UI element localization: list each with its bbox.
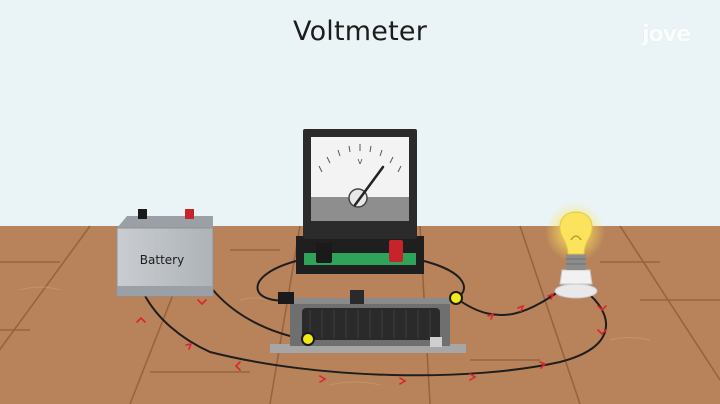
rheostat-slider[interactable]: [350, 290, 364, 304]
battery[interactable]: [116, 209, 214, 297]
battery-negative-terminal: [138, 209, 147, 219]
meter-scale-ticks: [318, 144, 402, 173]
jove-logo: jove: [642, 22, 691, 47]
battery-positive-terminal: [185, 209, 194, 219]
page-title: Voltmeter: [293, 16, 427, 47]
voltmeter-negative-terminal[interactable]: [316, 243, 332, 263]
light-bulb[interactable]: [545, 202, 605, 299]
battery-label: Battery: [140, 253, 184, 267]
rheostat[interactable]: [270, 290, 466, 353]
voltmeter[interactable]: [296, 129, 424, 274]
rheostat-contact-left: [301, 332, 315, 346]
meter-unit-label: V: [358, 158, 363, 166]
meter-needle: [353, 165, 385, 207]
voltmeter-positive-terminal[interactable]: [389, 240, 403, 262]
rheostat-contact-right: [449, 291, 463, 305]
